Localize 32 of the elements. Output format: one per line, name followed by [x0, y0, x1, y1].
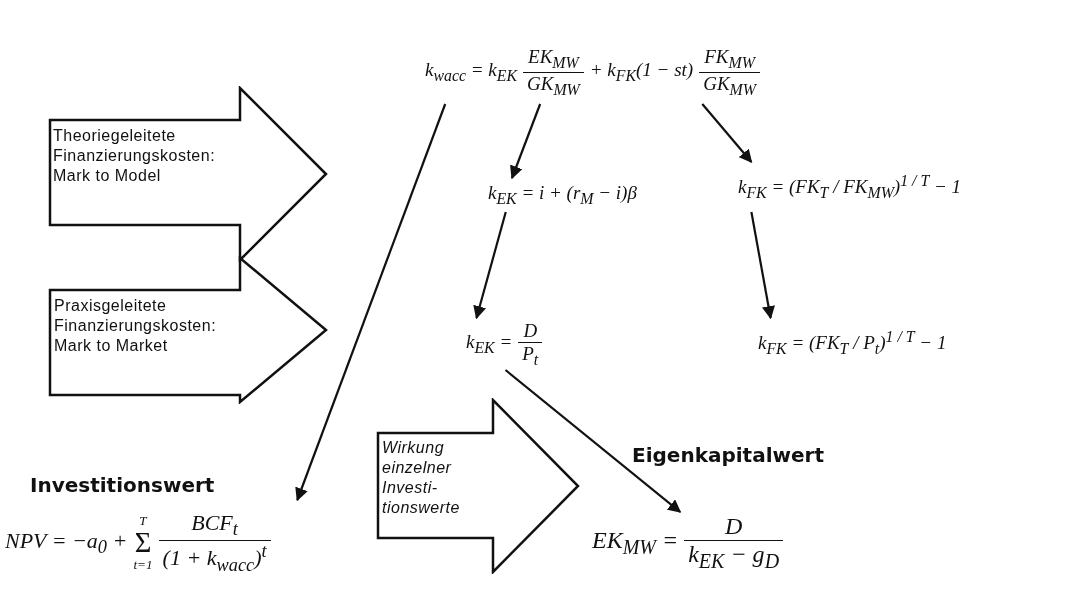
fraction-denominator: P$_{t}$ [518, 341, 543, 369]
fraction-numerator: BCF$_{t}$ [190, 509, 239, 541]
arrow-text: Wirkung einzelner Investi- tionswerte [382, 438, 461, 518]
fraction-denominator: k$_{EK}$ − g$_{D}$ [684, 540, 784, 573]
sum-limit: t=1 [133, 557, 153, 574]
formula-term: k$_{EK}$ = [466, 331, 513, 357]
formula-term: EK$_{MW}$ = [592, 527, 679, 559]
arrow [504, 369, 682, 513]
arrow-text: Praxisgeleitete Finanzierungskosten: Mark to Market [54, 296, 218, 356]
fraction-denominator: GK$_{MW}$ [699, 71, 760, 99]
fraction-denominator: GK$_{MW}$ [522, 71, 584, 99]
heading: Eigenkapitalwert [632, 443, 824, 467]
formula-term: k$_{EK}$ = i + (r$_{M}$ − i)β [488, 182, 637, 208]
formula-term: + k$_{FK}$(1 − st) [589, 59, 694, 85]
arrow [510, 103, 542, 180]
arrow [750, 211, 775, 320]
heading: Investitionswert [30, 473, 215, 497]
formula-term: k$_{FK}$ = (FK$_{T}$ / FK$_{MW}$)$^{1 / T}$ − 1 [738, 171, 962, 203]
arrow-text: Theoriegeleitete Finanzierungskosten: Mark to Model [53, 126, 217, 186]
formula-term: k$_{FK}$ = (FK$_{T}$ / P$_{t}$)$^{1 / T}$ − 1 [758, 327, 947, 359]
fraction-numerator: EK$_{MW}$ [527, 45, 581, 72]
arrow [701, 103, 753, 163]
formula-term: k$_{wacc}$ = k$_{EK}$ [425, 59, 517, 85]
formula-term: NPV = −a$_{0}$ + [5, 527, 128, 559]
sum-limit: T [139, 512, 147, 529]
fraction-numerator: D [522, 319, 539, 342]
arrow [473, 211, 507, 320]
arrow [295, 103, 447, 502]
fraction-numerator: D [723, 513, 744, 541]
fraction-numerator: FK$_{MW}$ [703, 45, 757, 72]
fraction-denominator: (1 + k$_{wacc}$)$^{t}$ [158, 540, 271, 577]
sum-symbol: Σ [134, 528, 152, 558]
